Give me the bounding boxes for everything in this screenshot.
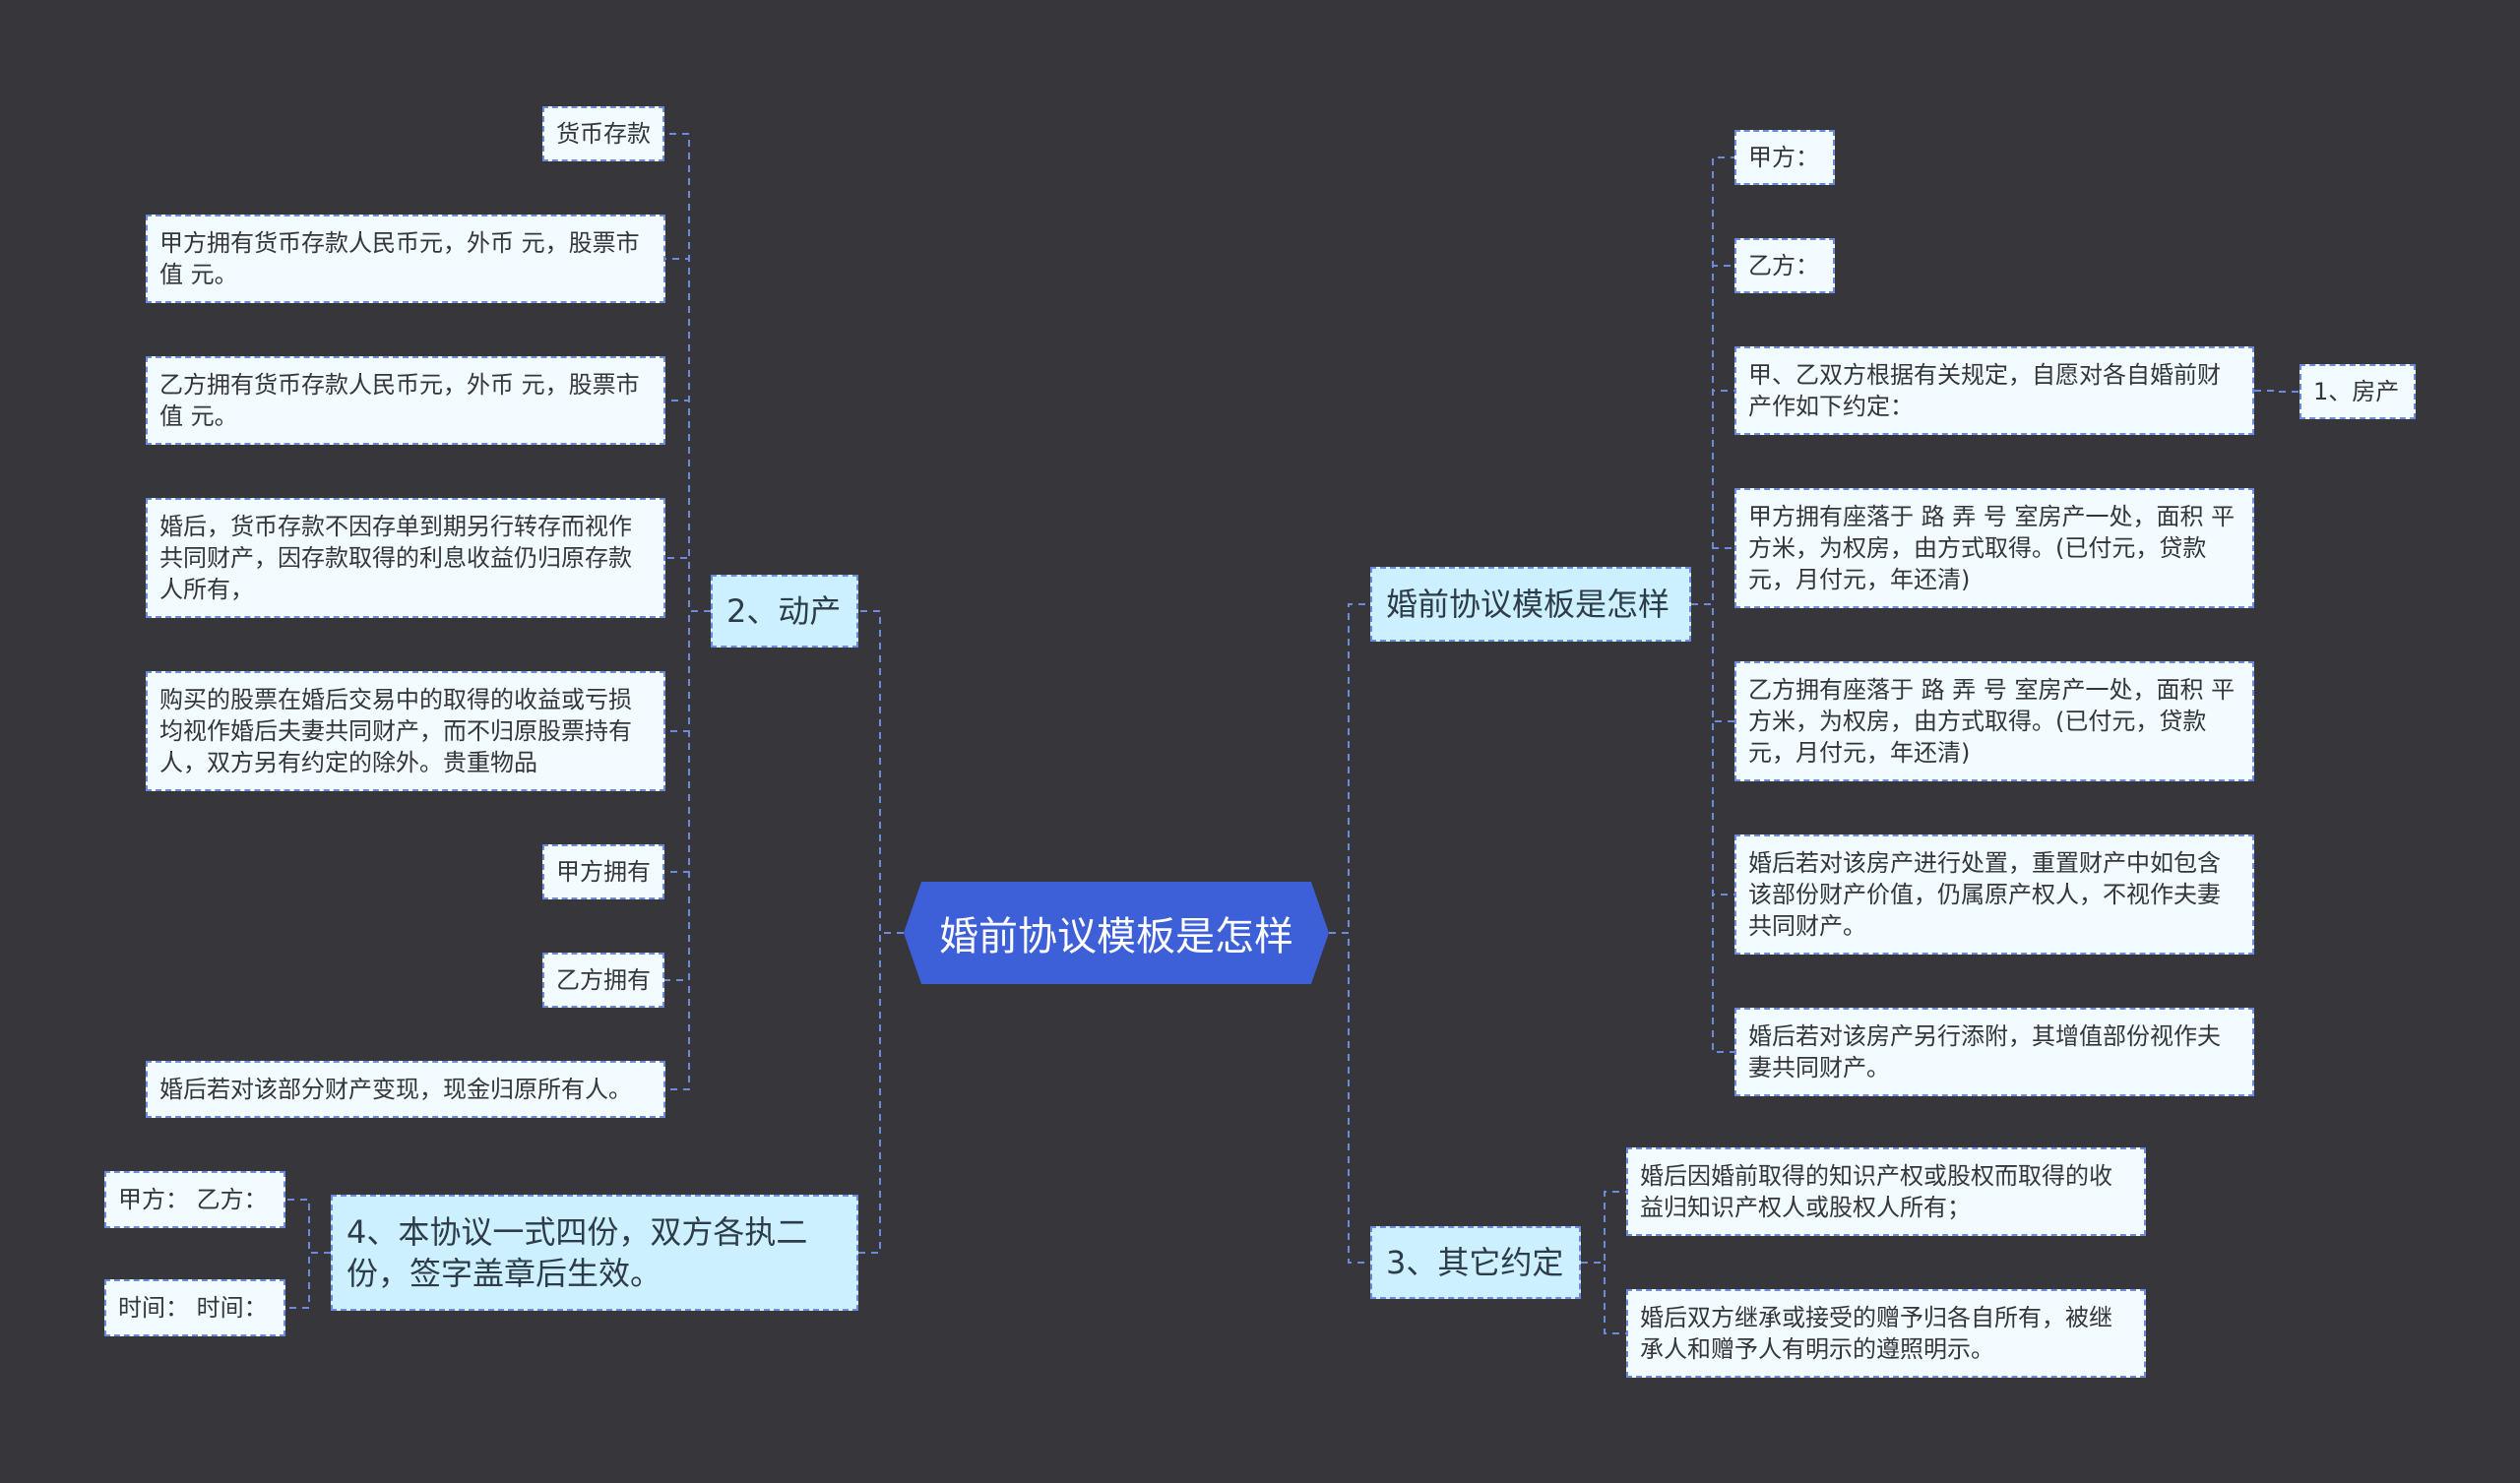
leaf-property-addition[interactable]: 婚后若对该房产另行添附，其增值部份视作夫妻共同财产。: [1734, 1008, 2254, 1096]
leaf-party-a-owns[interactable]: 甲方拥有: [542, 844, 664, 899]
connector-line: [285, 1252, 331, 1309]
connector-line: [858, 932, 904, 1254]
connector-line: [665, 400, 711, 612]
leaf-text: 婚后因婚前取得的知识产权或股权而取得的收益归知识产权人或股权人所有；: [1640, 1162, 2112, 1221]
connector-line: [664, 133, 711, 612]
connector-line: [664, 610, 711, 981]
branch-other-terms[interactable]: 3、其它约定: [1370, 1226, 1581, 1299]
branch-movables-label: 2、动产: [726, 592, 842, 630]
leaf-text: 甲方拥有货币存款人民币元，外币 元，股票市值 元。: [159, 229, 640, 288]
leaf-inheritance-gifts[interactable]: 婚后双方继承或接受的赠予归各自所有，被继承人和赠予人有明示的遵照明示。: [1626, 1289, 2146, 1378]
leaf-text: 婚后双方继承或接受的赠予归各自所有，被继承人和赠予人有明示的遵照明示。: [1640, 1304, 2112, 1363]
connector-line: [1329, 603, 1370, 934]
leaf-text: 婚后，货币存款不因存单到期另行转存而视作共同财产，因存款取得的利息收益仍归原存款…: [159, 513, 632, 603]
leaf-signatures[interactable]: 甲方： 乙方：: [104, 1171, 285, 1228]
root-topic-label: 婚前协议模板是怎样: [939, 914, 1293, 959]
leaf-currency-deposits[interactable]: 货币存款: [542, 106, 664, 161]
branch-agreement-copies[interactable]: 4、本协议一式四份，双方各执二份，签字盖章后生效。: [331, 1195, 858, 1311]
leaf-party-b-property[interactable]: 乙方拥有座落于 路 弄 号 室房产一处，面积 平方米，为权房，由方式取得。(已付…: [1734, 661, 2254, 781]
connector-line: [1691, 603, 1734, 1053]
leaf-party-a[interactable]: 甲方：: [1734, 130, 1835, 185]
branch-movables[interactable]: 2、动产: [711, 575, 858, 648]
connector-line: [664, 610, 711, 873]
leaf-text: 婚后若对该房产另行添附，其增值部份视作夫妻共同财产。: [1748, 1022, 2221, 1081]
leaf-text: 乙方拥有货币存款人民币元，外币 元，股票市值 元。: [159, 371, 640, 430]
leaf-party-b-owns[interactable]: 乙方拥有: [542, 953, 664, 1008]
leaf-text: 货币存款: [556, 120, 651, 148]
leaf-text: 购买的股票在婚后交易中的取得的收益或亏损均视作婚后夫妻共同财产，而不归原股票持有…: [159, 686, 632, 776]
branch-template-label: 婚前协议模板是怎样: [1386, 586, 1670, 623]
connector-line: [1691, 265, 1734, 605]
leaf-stock-gains[interactable]: 购买的股票在婚后交易中的取得的收益或亏损均视作婚后夫妻共同财产，而不归原股票持有…: [146, 671, 665, 791]
leaf-text: 乙方拥有: [556, 966, 651, 994]
branch-copies-label: 4、本协议一式四份，双方各执二份，签字盖章后生效。: [346, 1213, 808, 1292]
leaf-text: 乙方：: [1748, 252, 1819, 279]
branch-other-label: 3、其它约定: [1386, 1244, 1564, 1281]
leaf-dates[interactable]: 时间： 时间：: [104, 1279, 285, 1336]
leaf-text: 甲方：: [1748, 144, 1819, 171]
connector-line: [665, 557, 711, 612]
connector-line: [1691, 547, 1734, 605]
leaf-party-b-deposits[interactable]: 乙方拥有货币存款人民币元，外币 元，股票市值 元。: [146, 356, 665, 445]
leaf-property-disposal[interactable]: 婚后若对该房产进行处置，重置财产中如包含该部份财产价值，仍属原产权人，不视作夫妻…: [1734, 834, 2254, 955]
leaf-real-estate[interactable]: 1、房产: [2300, 364, 2416, 419]
leaf-text: 甲方拥有: [556, 858, 651, 886]
leaf-text: 甲方拥有座落于 路 弄 号 室房产一处，面积 平方米，为权房，由方式取得。(已付…: [1748, 503, 2236, 593]
leaf-text: 1、房产: [2313, 378, 2400, 405]
leaf-ip-income[interactable]: 婚后因婚前取得的知识产权或股权而取得的收益归知识产权人或股权人所有；: [1626, 1147, 2146, 1236]
leaf-party-b[interactable]: 乙方：: [1734, 238, 1835, 293]
leaf-liquidation-cash[interactable]: 婚后若对该部分财产变现，现金归原所有人。: [146, 1061, 665, 1118]
leaf-text: 婚后若对该部分财产变现，现金归原所有人。: [159, 1076, 632, 1103]
leaf-text: 时间： 时间：: [118, 1294, 268, 1322]
leaf-deposit-interest[interactable]: 婚后，货币存款不因存单到期另行转存而视作共同财产，因存款取得的利息收益仍归原存款…: [146, 498, 665, 618]
leaf-text: 甲、乙双方根据有关规定，自愿对各自婚前财产作如下约定：: [1748, 361, 2221, 420]
leaf-party-a-deposits[interactable]: 甲方拥有货币存款人民币元，外币 元，股票市值 元。: [146, 215, 665, 303]
leaf-text: 婚后若对该房产进行处置，重置财产中如包含该部份财产价值，仍属原产权人，不视作夫妻…: [1748, 849, 2221, 940]
connector-line: [665, 610, 711, 1090]
connector-line: [858, 610, 904, 934]
root-topic[interactable]: 婚前协议模板是怎样: [904, 882, 1329, 984]
connector-line: [285, 1199, 331, 1254]
connector-line: [1581, 1191, 1626, 1264]
leaf-text: 乙方拥有座落于 路 弄 号 室房产一处，面积 平方米，为权房，由方式取得。(已付…: [1748, 676, 2236, 767]
leaf-text: 甲方： 乙方：: [118, 1186, 268, 1213]
connector-line: [1329, 932, 1370, 1264]
branch-agreement-template[interactable]: 婚前协议模板是怎样: [1370, 567, 1691, 642]
connector-line: [2254, 390, 2300, 393]
leaf-agreement-intro[interactable]: 甲、乙双方根据有关规定，自愿对各自婚前财产作如下约定：: [1734, 346, 2254, 435]
connector-line: [1581, 1262, 1626, 1334]
leaf-party-a-property[interactable]: 甲方拥有座落于 路 弄 号 室房产一处，面积 平方米，为权房，由方式取得。(已付…: [1734, 488, 2254, 608]
connector-line: [1691, 390, 1734, 605]
